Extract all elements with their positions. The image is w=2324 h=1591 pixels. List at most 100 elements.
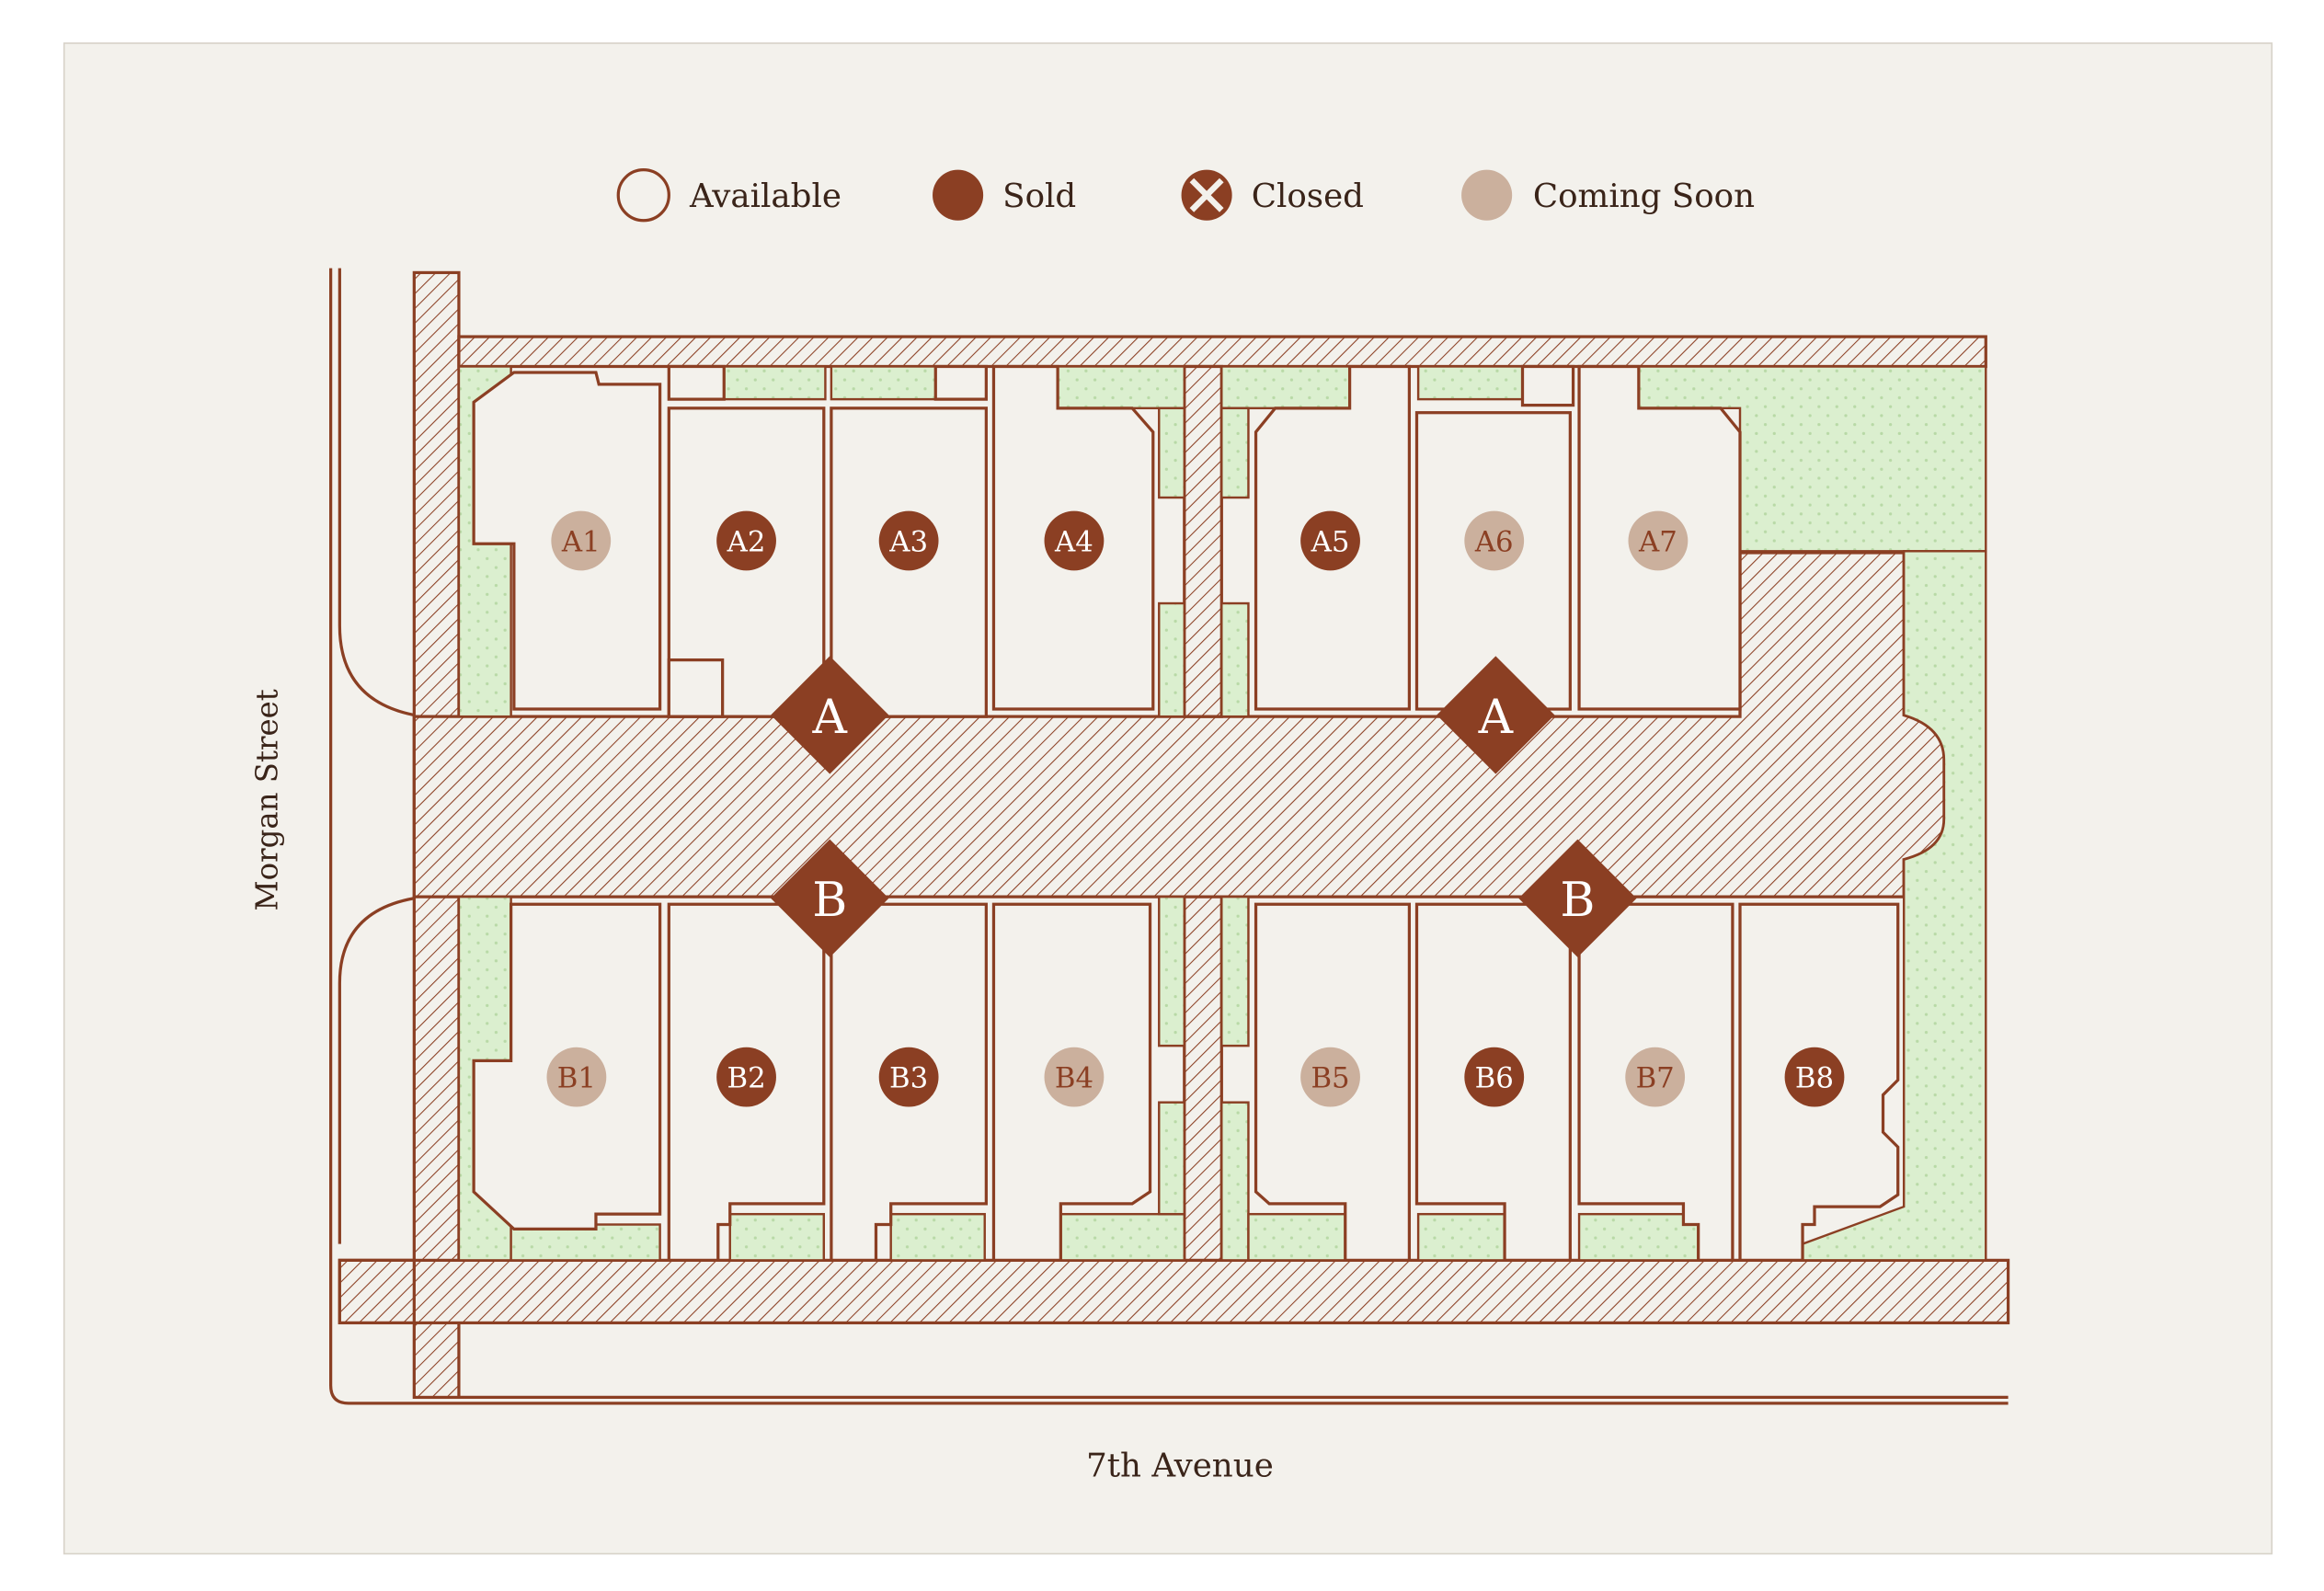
unit-label-a6: A6 — [1474, 525, 1514, 558]
green-b5-west — [1220, 895, 1250, 1047]
entry-corner — [338, 1258, 416, 1325]
building-a-west-label: A — [812, 690, 848, 745]
unit-marker-a5[interactable]: A5 — [1300, 510, 1360, 571]
unit-status-sold-icon — [878, 510, 939, 571]
unit-marker-b3[interactable]: B3 — [878, 1047, 939, 1107]
legend-coming-soon-label: Coming Soon — [1533, 177, 1755, 215]
green-b7-south — [1577, 1212, 1700, 1262]
unit-status-coming-soon-icon — [1044, 1047, 1105, 1107]
south-walkway — [338, 1258, 2010, 1325]
north-walkway — [457, 335, 1987, 369]
unit-marker-a3[interactable]: A3 — [878, 510, 939, 571]
green-a2-north — [723, 365, 827, 401]
unit-label-a7: A7 — [1638, 525, 1677, 558]
unit-status-sold-icon — [1784, 1047, 1845, 1107]
a3-vestibule — [933, 364, 988, 401]
unit-label-b6: B6 — [1475, 1061, 1514, 1094]
legend-sold-label: Sold — [1002, 177, 1076, 215]
building-b-west-marker[interactable]: B — [771, 839, 889, 957]
unit-label-a1: A1 — [561, 525, 601, 558]
street-curbs — [329, 268, 2009, 1405]
legend-available-label: Available — [689, 177, 841, 215]
unit-label-b4: B4 — [1055, 1061, 1093, 1094]
unit-marker-b8[interactable]: B8 — [1784, 1047, 1845, 1107]
unit-label-a5: A5 — [1311, 525, 1350, 558]
south-driveway-curb — [338, 897, 415, 1244]
sold-swatch-icon — [933, 169, 984, 221]
green-b4-east-lower — [1158, 1101, 1186, 1216]
green-a5-west-lower — [1220, 601, 1250, 718]
unit-label-b3: B3 — [889, 1061, 928, 1094]
available-swatch-icon — [616, 168, 670, 223]
unit-marker-a4[interactable]: A4 — [1044, 510, 1105, 571]
unit-status-sold-icon — [716, 510, 776, 571]
green-b6-south — [1416, 1212, 1506, 1262]
unit-label-b1: B1 — [557, 1061, 596, 1094]
unit-status-coming-soon-icon — [1625, 1047, 1686, 1107]
unit-label-a2: A2 — [727, 525, 766, 558]
unit-marker-b5[interactable]: B5 — [1300, 1047, 1360, 1107]
north-cross-walkway — [1183, 364, 1223, 718]
building-a-west-marker[interactable]: A — [771, 656, 889, 774]
building-b-west-label: B — [812, 873, 847, 928]
legend-closed-label: Closed — [1252, 177, 1364, 215]
seventh-avenue-label: 7th Avenue — [1086, 1447, 1274, 1484]
unit-status-coming-soon-icon — [1464, 510, 1525, 571]
south-cross-walkway — [1183, 895, 1223, 1263]
unit-status-coming-soon-icon — [551, 510, 612, 571]
unit-status-coming-soon-icon — [546, 1047, 607, 1107]
north-driveway-curb — [338, 268, 415, 717]
unit-marker-b6[interactable]: B6 — [1464, 1047, 1525, 1107]
legend-coming-soon: Coming Soon — [1461, 169, 1755, 221]
unit-status-coming-soon-icon — [1628, 510, 1689, 571]
green-b5-west-lower — [1220, 1101, 1250, 1262]
unit-status-sold-icon — [1300, 510, 1360, 571]
unit-status-sold-icon — [878, 1047, 939, 1107]
legend-sold: Sold — [933, 169, 1076, 221]
morgan-street-label: Morgan Street — [249, 689, 284, 910]
unit-label-b7: B7 — [1636, 1061, 1675, 1094]
unit-marker-a7[interactable]: A7 — [1628, 510, 1689, 571]
unit-marker-b1[interactable]: B1 — [546, 1047, 607, 1107]
unit-label-b8: B8 — [1795, 1061, 1834, 1094]
green-a3-north — [830, 365, 937, 401]
green-b5-south — [1247, 1212, 1346, 1262]
unit-label-a4: A4 — [1054, 525, 1093, 558]
legend: Available Sold Closed Coming Soon — [616, 168, 1755, 223]
unit-status-sold-icon — [1464, 1047, 1525, 1107]
building-a-east-label: A — [1478, 690, 1514, 745]
unit-status-coming-soon-icon — [1300, 1047, 1360, 1107]
unit-marker-a1[interactable]: A1 — [551, 510, 612, 571]
green-east — [1801, 550, 1987, 1262]
green-a4-north — [1056, 365, 1186, 410]
green-b3-south — [889, 1212, 986, 1262]
unit-marker-b2[interactable]: B2 — [716, 1047, 776, 1107]
green-b4-east — [1158, 895, 1186, 1047]
a6-vestibule — [1520, 364, 1575, 407]
unit-label-b5: B5 — [1311, 1061, 1349, 1094]
closed-swatch-icon — [1181, 169, 1232, 221]
unit-marker-b7[interactable]: B7 — [1625, 1047, 1686, 1107]
unit-status-sold-icon — [716, 1047, 776, 1107]
unit-label-b2: B2 — [727, 1061, 765, 1094]
green-a4-east-lower — [1158, 601, 1186, 718]
green-a6-north — [1416, 365, 1524, 401]
outer-curb — [329, 268, 2009, 1405]
building-markers: A A B B — [771, 656, 1637, 957]
legend-available: Available — [616, 168, 841, 223]
unit-marker-a2[interactable]: A2 — [716, 510, 776, 571]
building-b-east-label: B — [1560, 873, 1595, 928]
a2-utility — [667, 658, 725, 718]
unit-marker-b4[interactable]: B4 — [1044, 1047, 1105, 1107]
green-a4-east — [1158, 406, 1186, 499]
green-a5-north — [1220, 365, 1351, 410]
unit-marker-a6[interactable]: A6 — [1464, 510, 1525, 571]
coming-soon-swatch-icon — [1461, 169, 1513, 221]
unit-status-sold-icon — [1044, 510, 1105, 571]
green-a5-west — [1220, 406, 1250, 499]
legend-closed: Closed — [1181, 169, 1364, 221]
a2-vestibule — [667, 364, 726, 401]
